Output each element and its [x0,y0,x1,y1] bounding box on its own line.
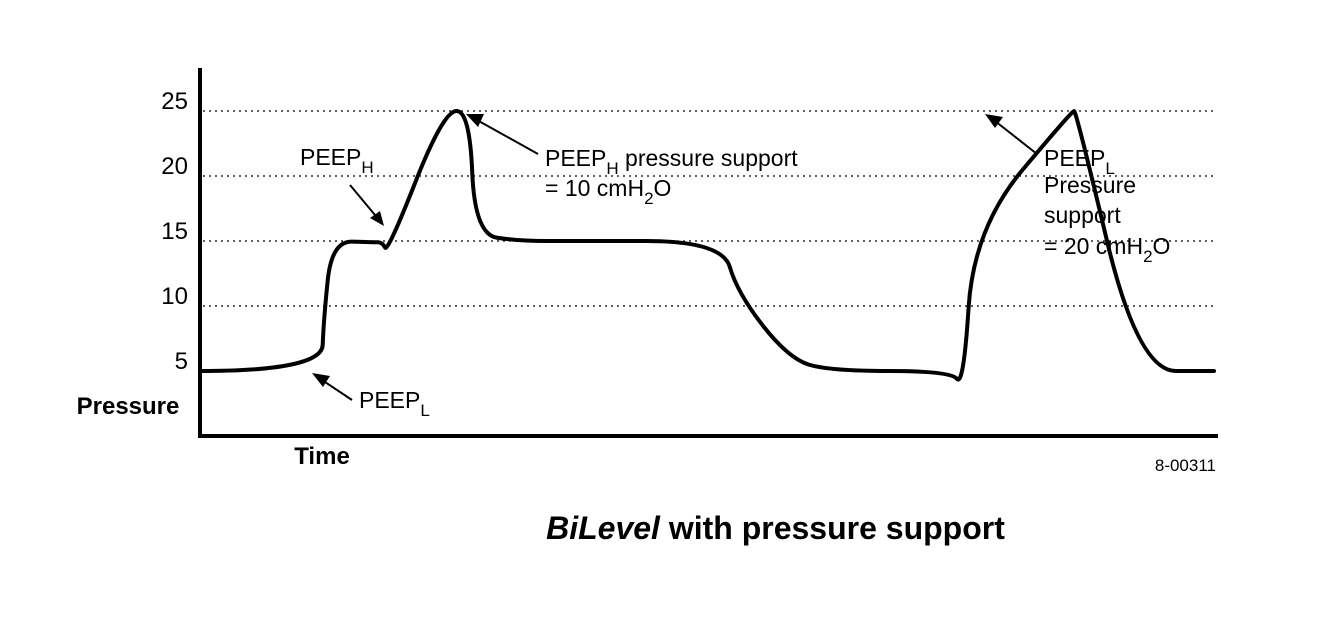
arrow-peeph-pressure-support [466,114,539,155]
figure-caption: BiLevel with pressure support [0,510,1336,547]
y-tick-label-25: 25 [161,88,188,115]
annotation-peeph: PEEPH [300,144,374,177]
pressure-waveform [198,109,1216,382]
figure-id: 8-00311 [1155,456,1216,475]
annotation-peepl-pressure-support: PEEPL [1044,145,1115,178]
annotation-peepl-ps-line2: Pressure [1044,172,1136,198]
arrow-peeph [349,184,384,226]
y-tick-label-20: 20 [161,153,188,180]
caption-italic: BiLevel [546,510,660,546]
y-tick-label-5: 5 [175,348,188,375]
y-tick-label-10: 10 [161,283,188,310]
annotation-peepl: PEEPL [359,387,430,420]
x-axis-title: Time [294,443,350,470]
caption-rest: with pressure support [659,510,1005,546]
annotation-peeph-pressure-support: PEEPH pressure support [545,145,798,178]
arrow-peepl-pressure-support [985,114,1038,155]
annotation-peeph-ps-value: = 10 cmH2O [545,175,671,208]
y-tick-labels: 25 20 15 10 5 [161,88,188,375]
annotation-peepl-ps-line3: support [1044,202,1121,228]
annotation-peepl-ps-value: = 20 cmH2O [1044,233,1170,266]
y-tick-label-15: 15 [161,218,188,245]
y-axis-title: Pressure [77,393,180,420]
arrow-peepl [312,373,353,401]
